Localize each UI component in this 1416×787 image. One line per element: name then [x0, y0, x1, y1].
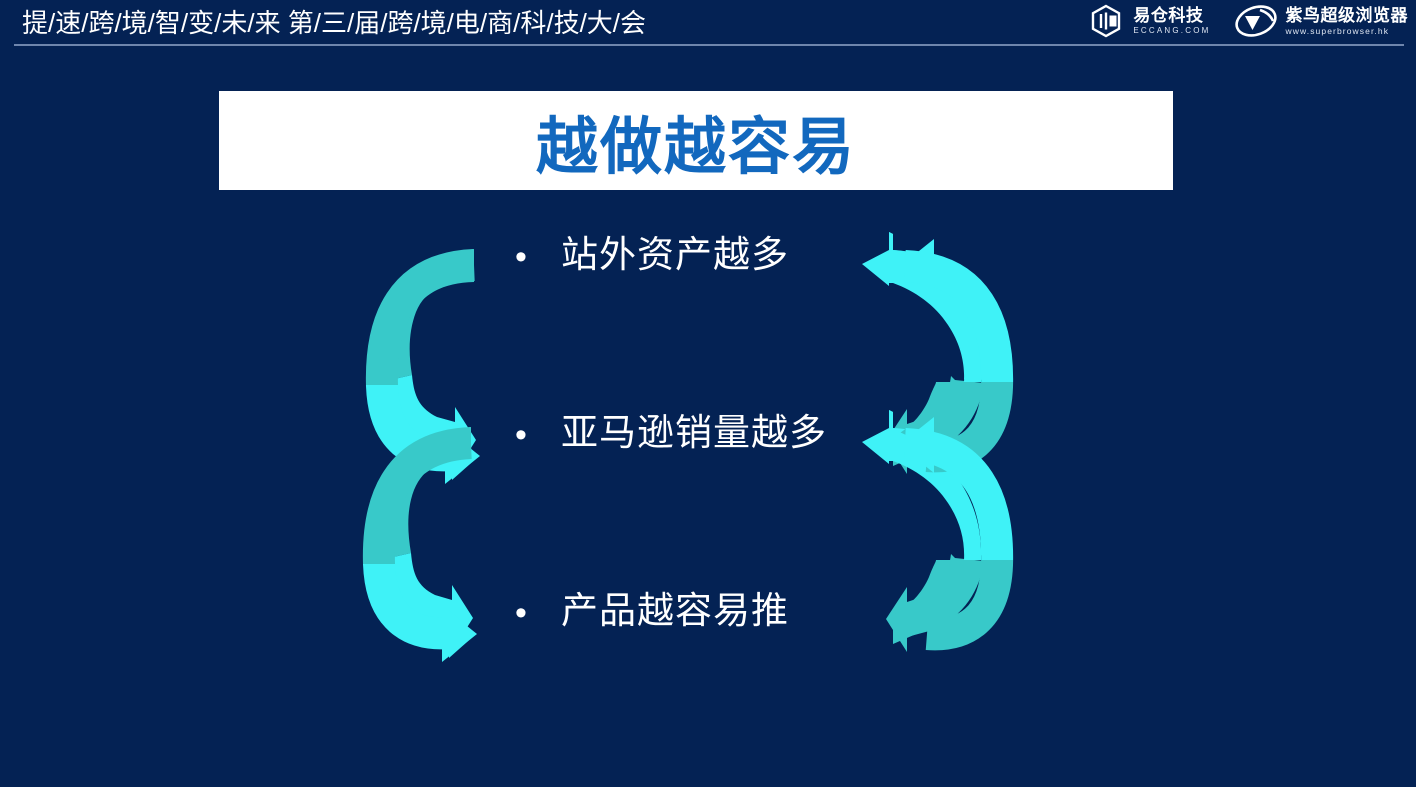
eccang-logo-icon [1092, 4, 1121, 38]
list-item: • 产品越容易推 [515, 588, 789, 634]
logo-superbrowser: 紫鸟超级浏览器 www.superbrowser.hk [1233, 4, 1409, 38]
arrow-left-lower [373, 427, 476, 658]
right-upper-cycle-arrow [886, 250, 987, 474]
bullet-marker: • [515, 594, 527, 632]
eccang-logo-name: 易仓科技 [1133, 6, 1204, 25]
arrow-right-lower-final [899, 417, 1014, 651]
sponsor-logos: 易仓科技 ECCANG.COM 紫鸟超级浏览器 www.superbrowser… [1086, 4, 1408, 38]
arrow-right-upper-final [899, 239, 1014, 473]
right-lower-cycle-arrow [886, 428, 987, 652]
superbrowser-logo-name: 紫鸟超级浏览器 [1285, 5, 1408, 25]
arrow-left-lower-final [362, 427, 477, 662]
header-divider-line [14, 44, 1404, 46]
arrow-left-upper-final [365, 249, 480, 484]
eccang-logo-text: 易仓科技 ECCANG.COM [1133, 7, 1210, 35]
slide-title-panel: 越做越容易 [219, 91, 1173, 190]
eccang-logo-url: ECCANG.COM [1133, 26, 1211, 35]
bullet-text-2: 亚马逊销量越多 [561, 412, 827, 453]
conference-banner-title: 提/速/跨/境/智/变/未/来 第/三/届/跨/境/电/商/科/技/大/会 [22, 8, 647, 38]
right-upper-cycle-arrow-shape [893, 250, 987, 380]
bullet-marker: • [515, 416, 527, 454]
logo-eccang: 易仓科技 ECCANG.COM [1086, 4, 1210, 38]
left-lower-cycle-arrow [374, 428, 473, 651]
list-item: • 站外资产越多 [515, 232, 789, 278]
superbrowser-logo-url: www.superbrowser.hk [1285, 25, 1390, 36]
slide-header: 提/速/跨/境/智/变/未/来 第/三/届/跨/境/电/商/科/技/大/会 易仓… [0, 0, 1416, 46]
superbrowser-logo-icon [1234, 5, 1277, 37]
arrow-left-upper [376, 249, 479, 480]
left-upper-cycle-arrow [375, 250, 476, 473]
superbrowser-logo-text: 紫鸟超级浏览器 www.superbrowser.hk [1286, 7, 1409, 36]
arrow-right-lower [862, 410, 982, 644]
bullet-text-1: 站外资产越多 [561, 234, 789, 275]
bullet-marker: • [515, 238, 527, 276]
slide-title: 越做越容易 [535, 112, 856, 182]
arrow-right-upper [862, 232, 982, 466]
bullet-text-3: 产品越容易推 [561, 590, 789, 631]
list-item: • 亚马逊销量越多 [515, 410, 827, 456]
